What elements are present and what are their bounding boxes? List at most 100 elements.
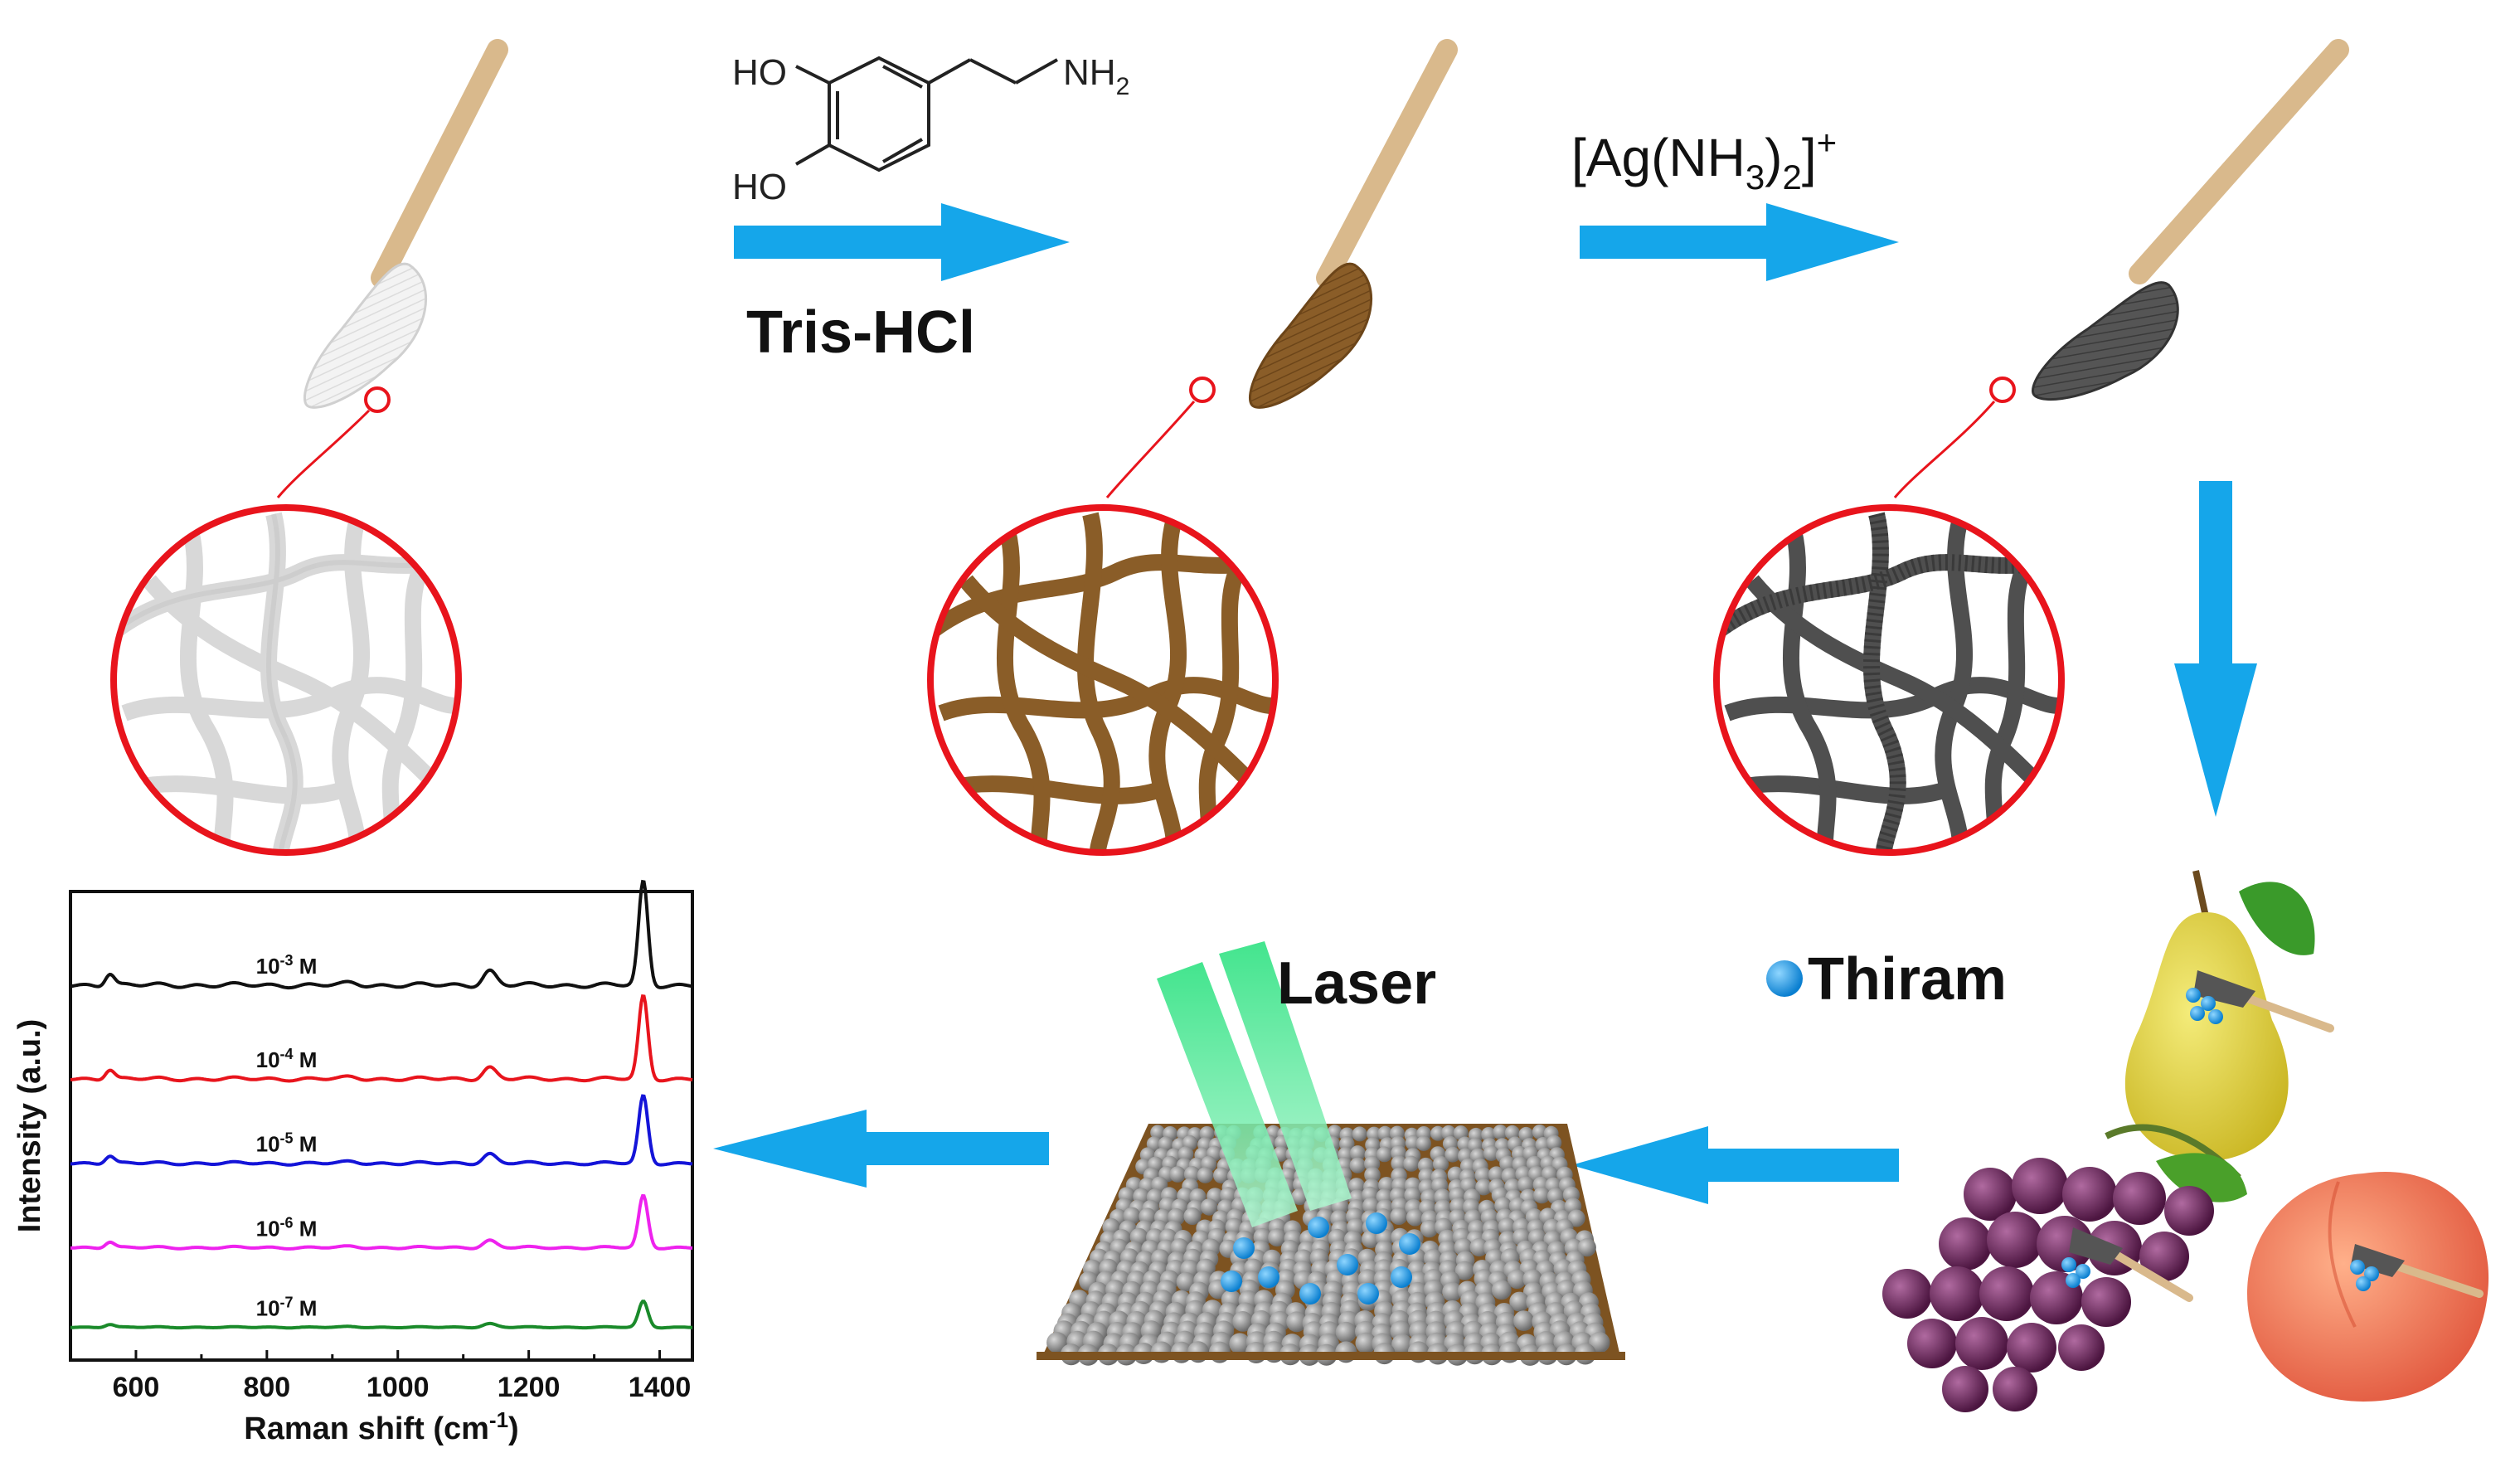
silver-fiber-magnified (1713, 504, 2065, 856)
cotton-fiber-magnified (110, 504, 462, 856)
y-axis-label: Intensity (a.u.) (12, 1019, 47, 1233)
silver-nanoparticle (1509, 1291, 1530, 1312)
silver-nanoparticle (1213, 1167, 1230, 1184)
silver-nanoparticle (1498, 1217, 1517, 1236)
silver-nanoparticle (1391, 1155, 1407, 1172)
silver-nanoparticle (1362, 1230, 1380, 1249)
series-line (70, 879, 693, 990)
arrow-step2 (1580, 203, 1899, 281)
laser-label: Laser (1277, 950, 1436, 1017)
silver-nanoparticle (1046, 1332, 1068, 1353)
arrow-left-2 (713, 1110, 1049, 1188)
silver-nanoparticle (1183, 1166, 1201, 1183)
silver-nanoparticle (1454, 1261, 1474, 1280)
x-axis-label: Raman shift (cm-1) (244, 1407, 518, 1446)
silver-nanoparticle (1420, 1219, 1439, 1238)
series-label: 10-7 M (256, 1294, 318, 1320)
silver-nanoparticle (1200, 1198, 1218, 1216)
thiram-legend-label: Thiram (1808, 946, 2007, 1013)
arrow-step1 (734, 203, 1070, 281)
x-tick-label: 1000 (367, 1372, 430, 1403)
series-line (70, 994, 693, 1083)
silver-nanoparticle (1442, 1281, 1462, 1302)
silver-nanoparticle (1391, 1334, 1413, 1356)
silver-nanoparticle (1483, 1145, 1499, 1161)
thiram-molecules-on-substrate (1221, 1212, 1420, 1305)
pear-image (2124, 870, 2334, 1161)
silver-swab (1893, 39, 2349, 498)
silver-nanoparticle (1352, 1126, 1367, 1142)
silver-nanoparticle (1355, 1332, 1377, 1354)
silver-nanoparticle (1169, 1166, 1186, 1183)
silver-nanoparticle (1445, 1146, 1461, 1163)
silver-nanoparticle (1348, 1178, 1365, 1195)
silver-nanoparticle (1268, 1228, 1286, 1247)
silver-nanoparticle (1150, 1125, 1166, 1140)
silver-nanoparticle (1403, 1155, 1420, 1172)
x-tick-label: 600 (113, 1372, 160, 1403)
silver-nanoparticle (1335, 1321, 1357, 1343)
arrow-left-1 (1571, 1126, 1899, 1204)
silver-nanoparticle (1349, 1145, 1366, 1161)
cotton-swab (276, 39, 508, 498)
laser-beam (1157, 941, 1352, 1227)
silver-nanoparticle (1488, 1166, 1505, 1183)
dopamine-structure (795, 56, 1058, 172)
x-tick-label: 1200 (498, 1372, 561, 1403)
silver-nanoparticle (1432, 1155, 1449, 1173)
silver-nanoparticle (1533, 1187, 1551, 1204)
x-tick-label: 800 (243, 1372, 290, 1403)
silver-nanoparticle (1349, 1157, 1366, 1173)
pda-fiber-magnified (927, 504, 1279, 856)
x-tick-label: 1400 (629, 1372, 692, 1403)
silver-nanoparticle (1183, 1207, 1202, 1225)
silver-nanoparticle (1177, 1146, 1194, 1163)
silver-nanoparticle (1499, 1155, 1516, 1172)
ho-bottom-label: HO (732, 167, 787, 207)
silver-nanoparticle (1474, 1167, 1492, 1183)
silver-nanoparticle (1362, 1197, 1380, 1215)
silver-nanoparticle (1364, 1155, 1381, 1172)
silver-nanoparticle (1493, 1125, 1508, 1140)
silver-nanoparticle (1377, 1146, 1392, 1163)
series-label: 10-3 M (256, 952, 318, 979)
silver-nanoparticle (1377, 1125, 1393, 1141)
arrow-down (2174, 481, 2257, 817)
silver-nanoparticle (1491, 1280, 1512, 1300)
silver-nanoparticle (1517, 1176, 1535, 1193)
silver-nanoparticle (1404, 1187, 1421, 1204)
silver-nanoparticle (1481, 1127, 1497, 1142)
silver-nanoparticle (1430, 1125, 1445, 1141)
plot-frame (69, 890, 694, 1362)
ag-complex-label: [Ag(NH3)2]+ (1571, 123, 1837, 197)
silver-nanoparticle (1415, 1135, 1432, 1152)
silver-nanoparticle (1197, 1167, 1214, 1183)
silver-nanoparticle (1475, 1178, 1493, 1196)
silver-nanoparticle (1390, 1207, 1408, 1225)
series-label: 10-4 M (256, 1046, 318, 1072)
silver-nanoparticle (1232, 1311, 1254, 1332)
series-line (70, 1300, 692, 1330)
peach-image (2247, 1171, 2489, 1402)
silver-nanoparticle (1364, 1167, 1381, 1183)
pda-swab (1105, 39, 1458, 498)
silver-nanoparticle (1469, 1237, 1488, 1257)
grapes-image (1882, 1124, 2247, 1412)
silver-nanoparticle (1513, 1310, 1534, 1331)
series-line (70, 1193, 693, 1251)
series-line (70, 1094, 693, 1167)
nh2-label: NH2 (1063, 52, 1129, 100)
silver-nanoparticle (1406, 1208, 1424, 1227)
silver-nanoparticle (1546, 1134, 1562, 1151)
silver-nanoparticle (1504, 1125, 1520, 1140)
silver-nanoparticle (1229, 1333, 1250, 1354)
silver-nanoparticle (1567, 1209, 1585, 1227)
ho-top-label: HO (732, 52, 787, 93)
thiram-legend-dot (1766, 960, 1803, 997)
series-label: 10-6 M (256, 1214, 318, 1241)
silver-nanoparticle (1507, 1269, 1527, 1290)
series-label: 10-5 M (256, 1130, 318, 1157)
silver-nanoparticle (1286, 1311, 1307, 1333)
